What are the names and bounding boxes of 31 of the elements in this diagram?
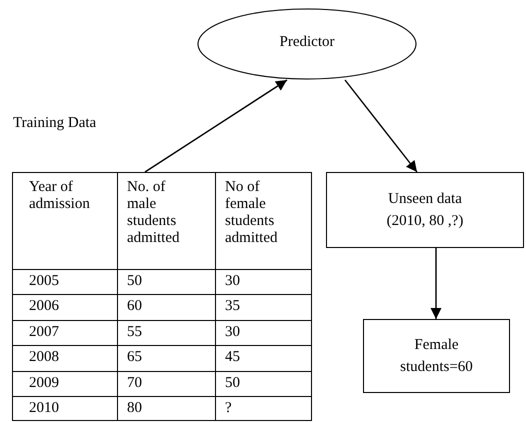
table-cell: 70 [117,370,215,396]
table-cell: 2006 [13,294,117,320]
table-cell: 30 [215,320,312,346]
arrow [144,79,288,173]
table-cell: 55 [117,320,215,346]
process-box [363,319,510,393]
process-box [326,172,524,248]
arrow [344,80,418,172]
table-cell: 2007 [13,320,117,346]
table-cell: 30 [215,269,312,294]
arrow [430,248,442,319]
table-cell: 45 [215,345,312,371]
table-cell: 2008 [13,345,117,371]
predictor-ellipse [197,8,417,80]
table-cell: 2009 [13,370,117,396]
table-cell: 65 [117,345,215,371]
table-heading: Training Data [13,115,96,132]
table-cell: 35 [215,294,312,320]
table-cell: 50 [117,269,215,294]
table-cell: No of female students admitted [215,173,312,269]
table-cell: 50 [215,370,312,396]
table-cell: No. of male students admitted [117,173,215,269]
table-cell: ? [215,396,312,422]
node-label: Female students=60 [399,336,474,377]
node-label: Unseen data (2010, 80 ,?) [386,190,464,231]
table-cell: 2005 [13,269,117,294]
node-label: Predictor [280,34,334,51]
table-cell: 60 [117,294,215,320]
table-cell: 80 [117,396,215,422]
table-cell-text: Year of admission [28,178,91,214]
table-cell: 2010 [13,396,117,422]
